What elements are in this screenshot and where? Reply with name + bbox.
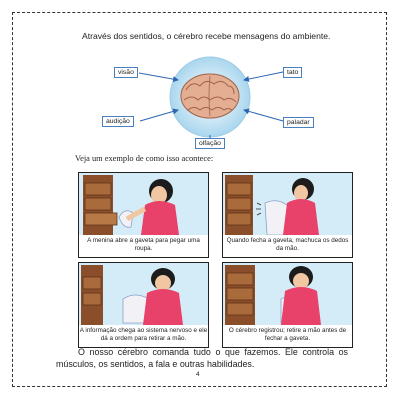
label-paladar: paladar xyxy=(283,117,314,128)
intro-paragraph: Através dos sentidos, o cérebro recebe m… xyxy=(82,31,331,41)
panel-3: A informação chega ao sistema nervoso e … xyxy=(78,262,209,348)
panel-1-caption: A menina abre a gaveta para pegar uma ro… xyxy=(79,235,208,257)
panel-4: O cérebro registrou; retire a mão antes … xyxy=(222,262,353,348)
arrow-visao xyxy=(138,72,179,83)
panel-2: Quando fecha a gaveta, machuca os dedos … xyxy=(222,172,353,258)
arrow-audicao xyxy=(139,108,179,122)
label-tato: tato xyxy=(283,67,303,78)
label-audicao: audição xyxy=(102,116,134,127)
arrow-paladar xyxy=(243,108,284,122)
label-olfacao: olfação xyxy=(195,138,225,149)
label-visao: visão xyxy=(114,67,138,78)
closing-paragraph: O nosso cérebro comanda tudo o que fazem… xyxy=(56,347,348,369)
panel-4-caption: O cérebro registrou; retire a mão antes … xyxy=(223,325,352,347)
example-heading: Veja um exemplo de como isso acontece: xyxy=(75,154,214,163)
panel-3-illustration xyxy=(79,263,208,325)
panel-1: A menina abre a gaveta para pegar uma ro… xyxy=(78,172,209,258)
panel-1-illustration xyxy=(79,173,208,235)
page-border xyxy=(12,12,387,387)
page-number: 4 xyxy=(196,371,200,378)
arrow-tato xyxy=(243,71,284,82)
panel-2-caption: Quando fecha a gaveta, machuca os dedos … xyxy=(223,235,352,257)
brain-icon xyxy=(180,73,240,119)
panel-4-illustration xyxy=(223,263,352,325)
panel-2-illustration xyxy=(223,173,352,235)
panel-3-caption: A informação chega ao sistema nervoso e … xyxy=(79,325,208,347)
